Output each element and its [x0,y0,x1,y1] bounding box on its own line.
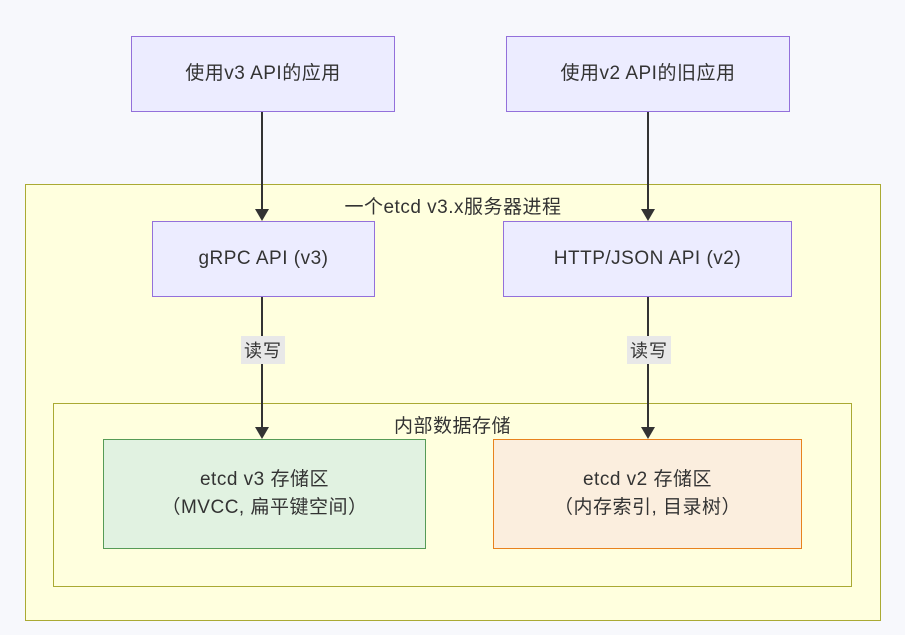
arrow-down-icon [255,209,269,221]
node-app-v2-label: 使用v2 API的旧应用 [560,63,736,84]
arrow-down-icon [255,427,269,439]
arrow-down-icon [641,427,655,439]
edge-label-read-write-left: 读写 [241,336,285,364]
node-app-v3-label: 使用v3 API的应用 [185,63,341,84]
node-grpc-api: gRPC API (v3) [152,221,375,297]
node-etcd-v2-store-line2: （内存索引, 目录树） [553,497,742,518]
node-etcd-v2-store: etcd v2 存储区 （内存索引, 目录树） [493,439,802,549]
cluster-server-process-title: 一个etcd v3.x服务器进程 [344,197,562,218]
node-http-json-api-label: HTTP/JSON API (v2) [553,248,742,269]
cluster-internal-storage-title: 内部数据存储 [393,416,511,437]
edge-label-read-write-right: 读写 [627,336,671,364]
edge-app-v2-to-http [647,112,649,210]
node-app-v3: 使用v3 API的应用 [131,36,395,112]
node-etcd-v3-store: etcd v3 存储区 （MVCC, 扁平键空间） [103,439,426,549]
arrow-down-icon [641,209,655,221]
node-etcd-v2-store-line1: etcd v2 存储区 [582,469,713,490]
node-grpc-api-label: gRPC API (v3) [198,248,329,269]
node-http-json-api: HTTP/JSON API (v2) [503,221,792,297]
node-etcd-v3-store-line1: etcd v3 存储区 [199,469,330,490]
node-etcd-v3-store-line2: （MVCC, 扁平键空间） [161,497,368,518]
node-app-v2: 使用v2 API的旧应用 [506,36,790,112]
edge-app-v3-to-grpc [261,112,263,210]
